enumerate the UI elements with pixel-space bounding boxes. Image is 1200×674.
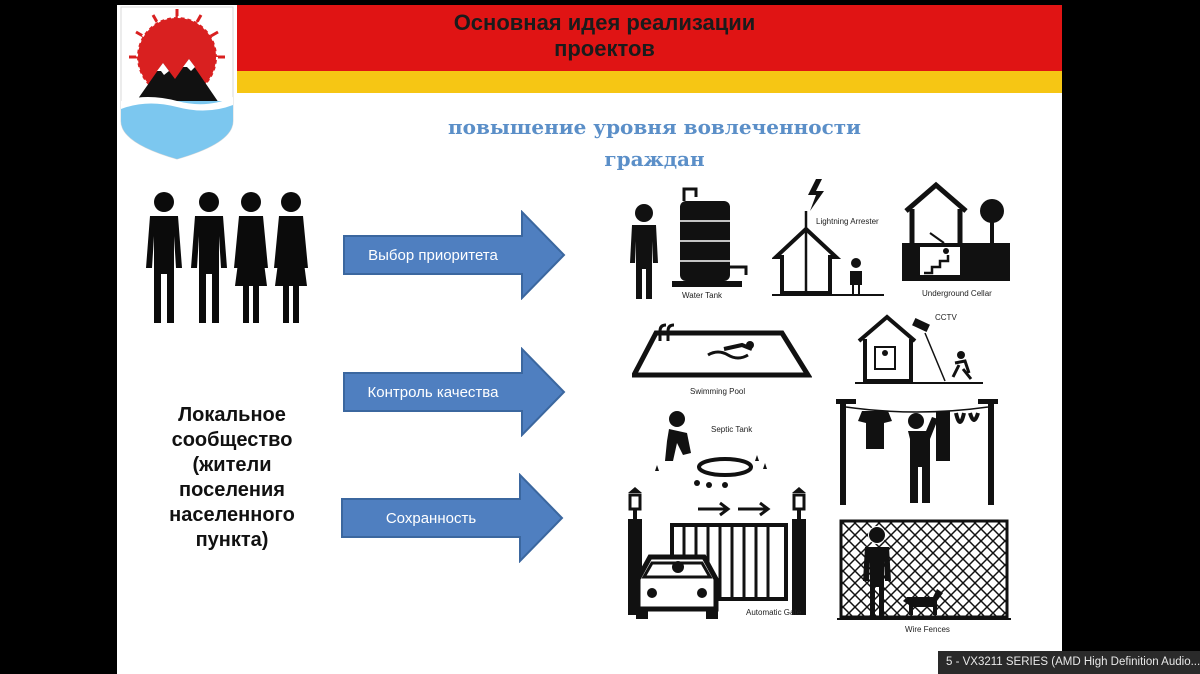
wire-fences-pictogram: Wire Fences [837,517,1012,639]
cellar-icon [902,181,1010,281]
pictogram-caption: Water Tank [682,291,723,300]
pictogram-caption: Lightning Arrester [816,217,879,226]
lightning-arrester-pictogram: Lightning Arrester [770,177,892,302]
man-silhouette-2 [191,192,227,323]
woman-silhouette-2 [274,192,308,323]
pictogram-caption: Wire Fences [905,625,950,634]
community-line: пункта) [195,529,269,551]
community-line: сообщество [171,429,293,451]
slide-subtitle-line1: повышение уровня вовлеченности [447,115,862,139]
community-line: населенного [169,504,295,526]
arrow-label: Сохранность [385,509,477,527]
septic-tank-pictogram: Septic Tank [647,405,777,490]
automatic-gate-pictogram: Automatic Gate [622,483,822,623]
presentation-slide: Основная идея реализации проектов повыше… [117,5,1062,674]
slide-title-line1: Основная идея реализации [453,10,756,35]
slide-subtitle: повышение уровня вовлеченности граждан [417,111,892,175]
pictogram-caption: Septic Tank [711,425,753,434]
pictogram-caption: CCTV [935,313,957,322]
community-line: поселения [179,479,285,501]
people-group-icon [146,192,308,323]
header-yellow-band [237,71,1062,93]
clothesline-pictogram [832,397,1007,505]
clothesline-icon [836,399,998,505]
arrow-preservation: Сохранность [340,473,565,563]
header-red-band [237,5,1062,71]
swimming-pool-icon [629,323,813,378]
arrow-label: Контроль качества [367,383,499,401]
taskbar-audio-device-label[interactable]: 5 - VX3211 SERIES (AMD High Definition A… [938,651,1200,674]
arrow-priority-choice: Выбор приоритета [342,210,567,300]
arrow-label: Выбор приоритета [368,246,498,264]
septic-tank-icon [655,411,767,488]
arrow-quality-control: Контроль качества [342,347,567,437]
swimming-pool-pictogram: Swimming Pool [629,323,813,401]
man-silhouette-1 [146,192,182,323]
slide-title-line2: проектов [554,36,655,61]
cctv-pictogram: CCTV [855,311,985,386]
pictogram-caption: Automatic Gate [746,608,802,617]
wire-fence-icon [837,519,1011,620]
water-tank-icon [630,187,748,299]
community-line: (жители [192,454,272,476]
slide-title: Основная идея реализации проектов [237,10,972,62]
underground-cellar-pictogram: Underground Cellar [902,181,1017,303]
woman-silhouette-1 [234,192,268,323]
local-community-label: Локальное сообщество (жители поселения н… [127,403,337,553]
cctv-icon [855,314,983,384]
automatic-gate-icon [628,487,806,619]
community-line: Локальное [178,404,286,426]
water-tank-pictogram: Water Tank [622,183,762,303]
pictogram-caption: Swimming Pool [690,387,746,396]
pictogram-caption: Underground Cellar [922,289,992,298]
lightning-icon [770,179,884,296]
slide-subtitle-line2: граждан [604,147,705,171]
coat-of-arms-icon [119,5,235,163]
